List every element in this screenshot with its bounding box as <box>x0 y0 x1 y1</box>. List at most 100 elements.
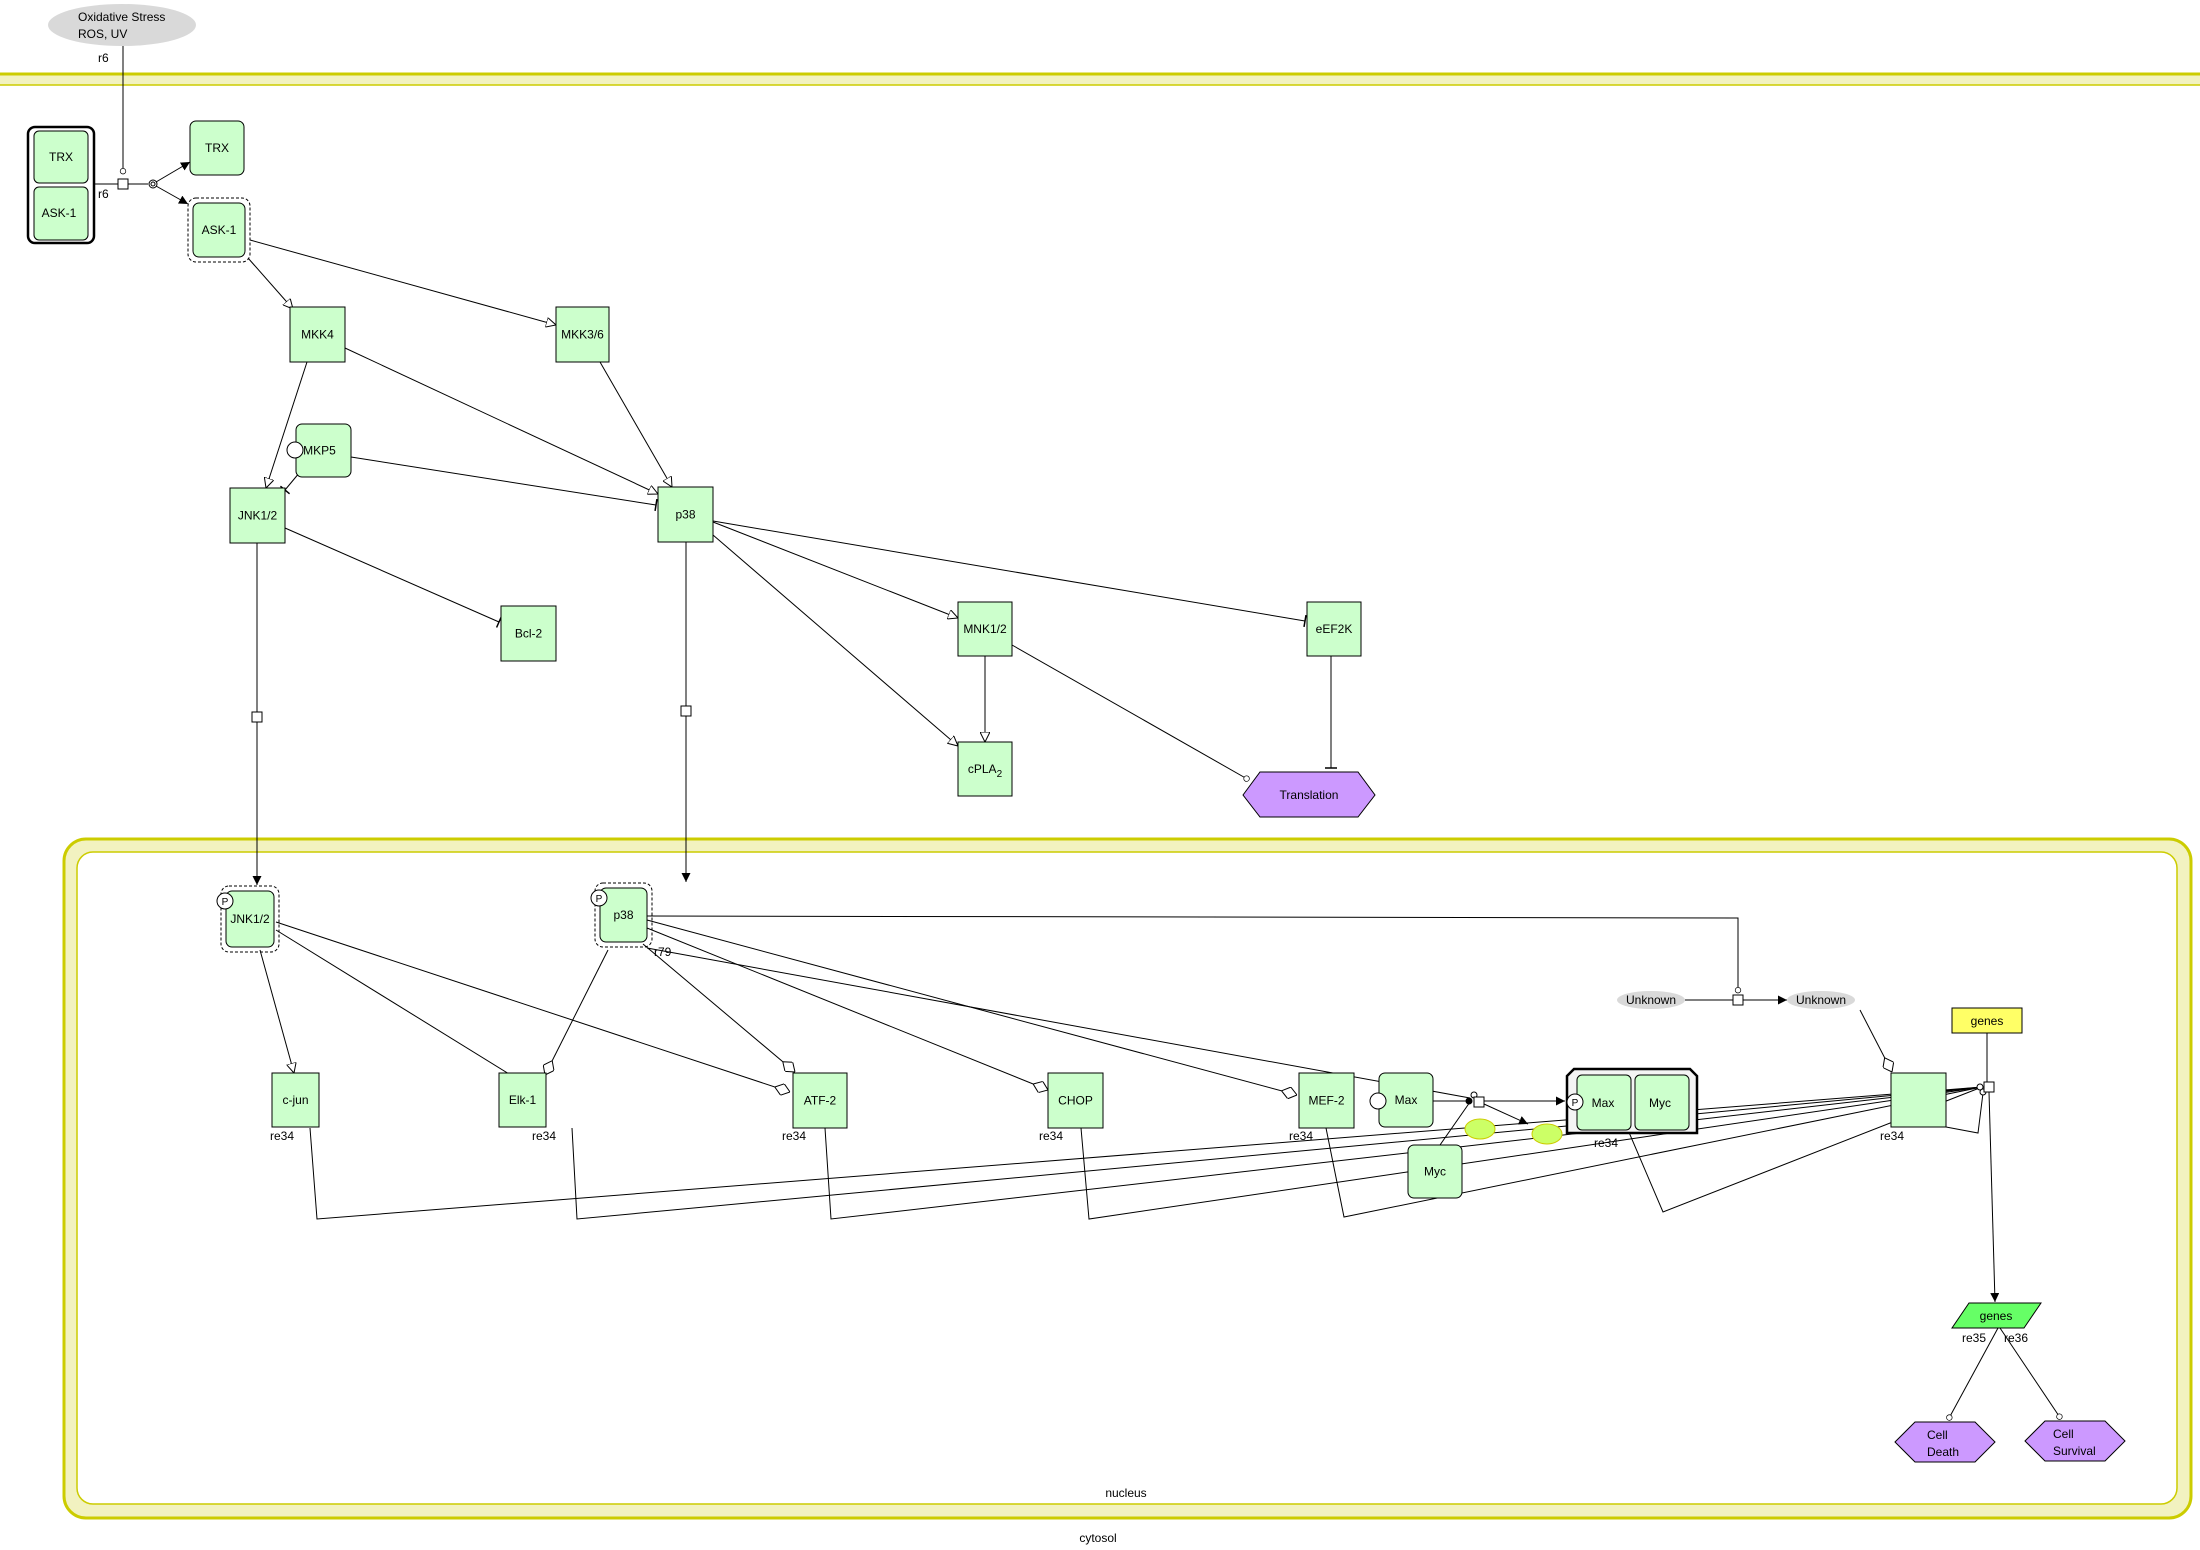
edge-re34-to-genes[interactable] <box>1988 1091 2000 1303</box>
reaction-unknown[interactable] <box>1732 994 1744 1006</box>
cell-survival-line2: Survival <box>2053 1444 2096 1458</box>
translation-phenotype[interactable]: Translation <box>1242 771 1376 818</box>
transcription-factor-node[interactable] <box>1890 1072 1947 1128</box>
edge-jnk-to-cjun[interactable] <box>259 949 294 1073</box>
edge-p38-to-elk1[interactable] <box>545 949 609 1075</box>
complex-myc-label: Myc <box>1649 1096 1671 1110</box>
edge-mnk-to-translation[interactable] <box>1011 644 1250 782</box>
reaction-re34[interactable] <box>1983 1081 1995 1093</box>
reaction-label-re34: re34 <box>532 1129 556 1143</box>
jnk-label: JNK1/2 <box>238 509 278 523</box>
edge-re34-4[interactable] <box>1325 1086 1983 1218</box>
stimulus-line2: ROS, UV <box>78 27 127 41</box>
mnk-label: MNK1/2 <box>963 622 1007 636</box>
mkk36-label: MKK3/6 <box>561 328 604 342</box>
genes-target-node[interactable]: genes <box>1951 1302 2042 1329</box>
jnk-node[interactable]: JNK1/2 <box>229 487 286 544</box>
reaction-label-re34: re34 <box>1039 1129 1063 1143</box>
genes-source-node[interactable]: genes <box>1951 1007 2023 1034</box>
unknown-node-1[interactable]: Unknown <box>1617 991 1685 1009</box>
phospho-marker: P <box>222 897 229 908</box>
cpla2-node[interactable]: cPLA2 <box>957 741 1013 797</box>
mnk-node[interactable]: MNK1/2 <box>957 601 1013 657</box>
atf2-label: ATF-2 <box>804 1094 837 1108</box>
cjun-node[interactable]: c-jun <box>271 1072 320 1128</box>
edge-re34-1[interactable] <box>571 1086 1983 1220</box>
reaction-jnk-translocation[interactable] <box>251 711 263 723</box>
edge-re34-0[interactable] <box>309 1086 1983 1220</box>
cell-survival-phenotype[interactable]: Cell Survival <box>2024 1420 2126 1462</box>
cell-death-line1: Cell <box>1927 1428 1948 1442</box>
reaction-label-re35: re35 <box>1962 1331 1986 1345</box>
edge-mkk4-to-jnk[interactable] <box>266 361 308 488</box>
eef2k-label: eEF2K <box>1316 622 1353 636</box>
edge-unknown-to-factor[interactable] <box>1859 1009 1892 1072</box>
genes-target-label: genes <box>1980 1309 2013 1323</box>
cell-death-phenotype[interactable]: Cell Death <box>1894 1421 1996 1463</box>
trx-node[interactable]: TRX <box>189 120 245 176</box>
edge-jnk-to-elk1[interactable] <box>275 929 535 1090</box>
edge-mkp5-inhibits-p38[interactable] <box>350 456 658 512</box>
edge-jnk-to-atf2[interactable] <box>275 921 790 1092</box>
edge-r6-to-trx[interactable] <box>155 161 191 183</box>
unknown-node-2[interactable]: Unknown <box>1787 991 1855 1009</box>
max-node[interactable]: Max <box>1369 1072 1434 1128</box>
reaction-max-myc[interactable] <box>1473 1096 1485 1108</box>
unknown-label-2: Unknown <box>1796 993 1846 1007</box>
eef2k-node[interactable]: eEF2K <box>1306 601 1362 657</box>
reaction-label-re34: re34 <box>782 1129 806 1143</box>
nucleus-compartment[interactable]: nucleus <box>62 837 2193 1520</box>
cpla2-label: cPLA2 <box>968 762 1003 780</box>
bcl2-node[interactable]: Bcl-2 <box>500 605 557 662</box>
reaction-p38-translocation[interactable] <box>680 705 692 717</box>
mef2-label: MEF-2 <box>1309 1094 1345 1108</box>
edge-genes-to-cell-death[interactable] <box>1946 1327 1999 1421</box>
p38-label: p38 <box>675 508 695 522</box>
edge-mkk36-to-p38[interactable] <box>599 361 672 487</box>
edge-p38-to-mnk[interactable] <box>712 521 958 618</box>
mkk4-node[interactable]: MKK4 <box>289 306 346 363</box>
reaction-r6[interactable] <box>117 178 129 190</box>
edge-mkk4-to-p38[interactable] <box>344 347 658 494</box>
mkk36-node[interactable]: MKK3/6 <box>555 306 610 363</box>
cell-survival-line1: Cell <box>2053 1427 2074 1441</box>
edge-re34-5[interactable] <box>1627 1086 1983 1213</box>
mkp5-label: MKP5 <box>303 444 336 458</box>
phospho-site-icon <box>590 889 608 907</box>
edge-ask1-to-mkk36[interactable] <box>249 239 556 325</box>
reaction-label-re34: re34 <box>270 1129 294 1143</box>
edge-r6-to-ask1[interactable] <box>155 185 189 205</box>
oxidative-stress-node[interactable]: Oxidative Stress ROS, UV <box>48 4 196 46</box>
small-molecule-2[interactable] <box>1531 1123 1563 1145</box>
edge-p38-to-cpla2[interactable] <box>712 534 958 746</box>
max-myc-complex[interactable]: P Max Myc <box>1565 1067 1699 1135</box>
trx-ask1-complex[interactable]: TRX ASK-1 <box>26 125 96 245</box>
edge-p38-to-unknown-reaction[interactable] <box>646 915 1742 994</box>
reaction-dot-icon <box>1465 1097 1473 1105</box>
small-molecule-1[interactable] <box>1464 1118 1496 1140</box>
myc-node[interactable]: Myc <box>1407 1144 1463 1199</box>
edge-p38-to-chop[interactable] <box>646 927 1048 1090</box>
receptor-site-icon <box>286 441 304 459</box>
complex-trx-label: TRX <box>49 150 73 164</box>
cytosol-compartment[interactable]: cytosol <box>0 72 2200 1545</box>
atf2-node[interactable]: ATF-2 <box>792 1072 848 1129</box>
p38-node[interactable]: p38 <box>657 486 714 543</box>
mkp5-node[interactable]: MKP5 <box>286 423 352 478</box>
edge-jnk-inhibits-bcl2[interactable] <box>284 527 503 628</box>
edge-p38-to-atf2[interactable] <box>642 943 795 1072</box>
edge-reaction-to-small-molecule[interactable] <box>1483 1103 1529 1125</box>
myc-label: Myc <box>1424 1165 1446 1179</box>
chop-node[interactable]: CHOP <box>1047 1072 1104 1129</box>
edge-genes-to-cell-survival[interactable] <box>1999 1327 2063 1420</box>
mef2-node[interactable]: MEF-2 <box>1298 1072 1355 1129</box>
elk1-node[interactable]: Elk-1 <box>498 1072 547 1128</box>
edge-ask1-to-mkk4[interactable] <box>247 257 293 309</box>
unknown-label-1: Unknown <box>1626 993 1676 1007</box>
ask1-node[interactable]: ASK-1 <box>187 197 251 263</box>
edge-p38-inhibits-eef2k[interactable] <box>712 520 1307 628</box>
reaction-modifier-icon <box>150 181 156 187</box>
